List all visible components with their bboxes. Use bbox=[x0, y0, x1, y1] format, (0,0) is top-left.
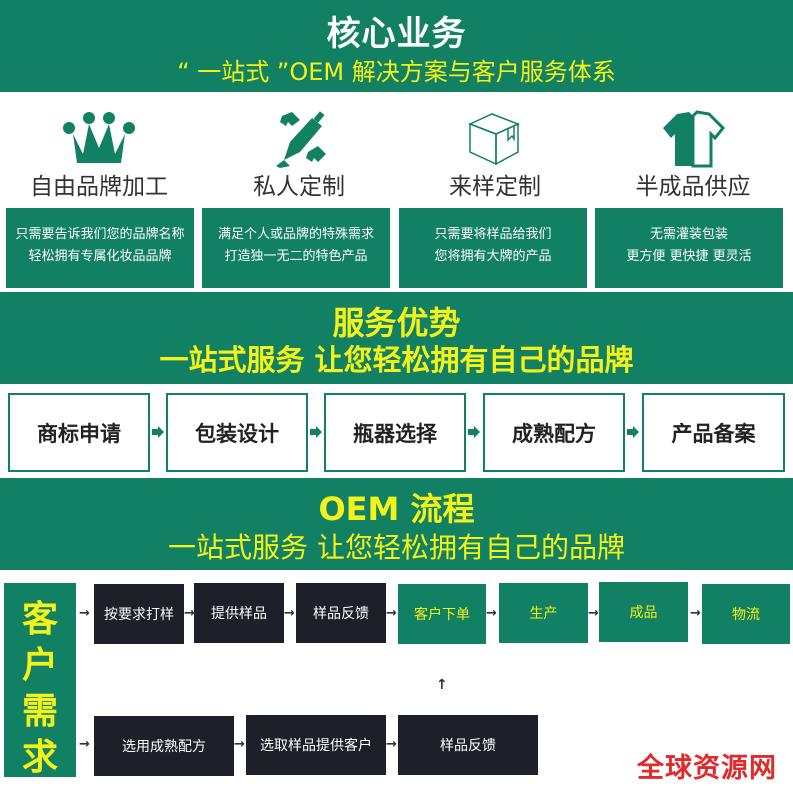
flow-step-finished-product: 成品 bbox=[599, 582, 688, 642]
business-title-1: 私人定制 bbox=[253, 174, 345, 200]
business-desc-line1: 只需要告诉我们您的品牌名称 bbox=[15, 227, 185, 242]
arrow-up-icon: ↑ bbox=[436, 677, 448, 693]
business-card-3: 无需灌装包装 更方便 更快捷 更灵活 bbox=[595, 208, 783, 288]
service-step-4: 产品备案 bbox=[642, 393, 785, 472]
business-card-0: 只需要告诉我们您的品牌名称 轻松拥有专属化妆品品牌 bbox=[6, 208, 194, 288]
service-step-1: 包装设计 bbox=[166, 393, 308, 472]
flow-step-sample-on-request: 按要求打样 bbox=[94, 584, 184, 644]
tshirt-icon bbox=[663, 110, 726, 168]
business-title-3: 半成品供应 bbox=[635, 174, 751, 200]
business-title-2: 来样定制 bbox=[449, 174, 541, 200]
business-desc-line1: 只需要将样品给我们 bbox=[434, 227, 552, 242]
service-step-2: 瓶器选择 bbox=[324, 393, 466, 472]
flow-step-select-sample-for-customer: 选取样品提供客户 bbox=[246, 715, 386, 775]
service-title: 服务优势 bbox=[332, 304, 461, 342]
crown-icon bbox=[63, 112, 135, 163]
watermark: 全球资源网 bbox=[637, 753, 777, 784]
arrow-right-icon: → bbox=[486, 606, 497, 621]
arrow-right-icon bbox=[310, 426, 322, 438]
customer-demand-block: 客户需求 bbox=[4, 583, 76, 778]
business-card-2: 只需要将样品给我们 您将拥有大牌的产品 bbox=[399, 208, 587, 288]
pencil-ruler-icon bbox=[276, 111, 326, 168]
arrow-right-icon: → bbox=[690, 606, 701, 621]
header-banner: 核心业务 “ 一站式 ”OEM 解决方案与客户服务体系 bbox=[0, 0, 793, 92]
business-desc-line1: 无需灌装包装 bbox=[649, 227, 728, 242]
flow-step-logistics: 物流 bbox=[702, 584, 790, 644]
flow-step-sample-feedback: 样品反馈 bbox=[296, 583, 386, 643]
arrow-right-icon: → bbox=[386, 606, 397, 621]
arrow-right-icon: → bbox=[284, 606, 295, 621]
business-desc-line2: 轻松拥有专属化妆品品牌 bbox=[28, 249, 172, 264]
business-desc-line2: 您将拥有大牌的产品 bbox=[434, 249, 552, 264]
flow-step-use-mature-formula: 选用成熟配方 bbox=[94, 716, 234, 776]
service-step-0: 商标申请 bbox=[8, 393, 150, 472]
business-desc-line2: 打造独一无二的特色产品 bbox=[224, 249, 368, 264]
oem-subtitle: 一站式服务 让您轻松拥有自己的品牌 bbox=[168, 531, 625, 564]
header-title: 核心业务 bbox=[326, 14, 467, 54]
business-desc-line2: 更方便 更快捷 更灵活 bbox=[626, 249, 752, 264]
arrow-right-icon: → bbox=[184, 606, 195, 621]
flow-step-sample-feedback-2: 样品反馈 bbox=[398, 715, 538, 775]
box-icon bbox=[468, 113, 520, 166]
arrow-right-icon: → bbox=[588, 606, 599, 621]
business-title-0: 自由品牌加工 bbox=[30, 174, 168, 200]
service-subtitle: 一站式服务 让您轻松拥有自己的品牌 bbox=[159, 343, 634, 377]
flow-step-customer-order: 客户下单 bbox=[398, 584, 486, 644]
business-desc-line1: 满足个人或品牌的特殊需求 bbox=[217, 227, 374, 242]
arrow-right-icon: → bbox=[386, 737, 397, 752]
service-step-3: 成熟配方 bbox=[483, 393, 625, 472]
arrow-right-icon bbox=[152, 426, 164, 438]
arrow-right-icon bbox=[627, 426, 639, 438]
oem-title: OEM 流程 bbox=[318, 490, 475, 528]
flow-step-production: 生产 bbox=[499, 583, 588, 643]
service-banner: 服务优势 一站式服务 让您轻松拥有自己的品牌 bbox=[0, 292, 793, 384]
arrow-right-icon: → bbox=[79, 737, 90, 752]
arrow-right-icon bbox=[468, 426, 480, 438]
oem-banner: OEM 流程 一站式服务 让您轻松拥有自己的品牌 bbox=[0, 478, 793, 570]
header-subtitle: “ 一站式 ”OEM 解决方案与客户服务体系 bbox=[177, 58, 616, 86]
business-card-1: 满足个人或品牌的特殊需求 打造独一无二的特色产品 bbox=[202, 208, 390, 288]
flow-step-provide-sample: 提供样品 bbox=[194, 583, 284, 643]
arrow-right-icon: → bbox=[79, 606, 90, 621]
arrow-right-icon: → bbox=[234, 737, 245, 752]
customer-demand-label: 客户需求 bbox=[21, 599, 58, 778]
